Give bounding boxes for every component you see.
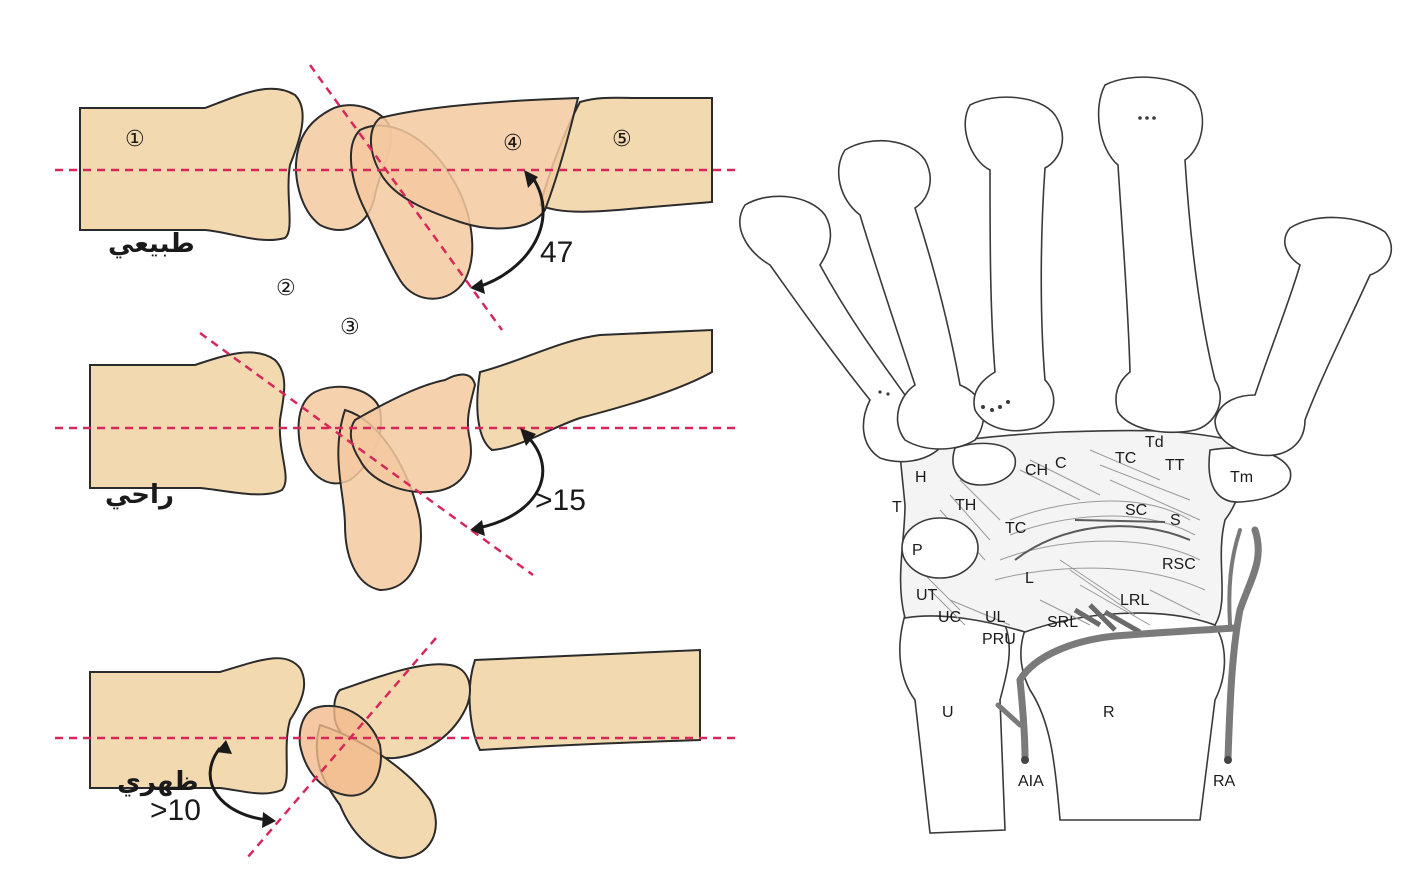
label-SRL: SRL <box>1047 614 1078 631</box>
ligament-fibers <box>919 449 1206 626</box>
label-P: P <box>912 542 923 559</box>
aia-end <box>1021 756 1029 764</box>
arrowhead-bottom <box>262 812 276 828</box>
radius-bone <box>79 87 304 242</box>
scaphoid-axis <box>246 637 437 859</box>
label-U: U <box>942 704 954 721</box>
marker-4: ④ <box>503 130 523 155</box>
capitate-bone <box>369 96 580 230</box>
hamate-hook <box>952 442 1016 486</box>
metacarpal-bone <box>468 648 701 752</box>
radius-bone <box>89 657 306 795</box>
ra-end <box>1224 756 1232 764</box>
label-TT: TT <box>1165 457 1185 474</box>
marker-3: ③ <box>340 314 360 339</box>
row-dorsal: >10 ظهري <box>55 637 735 860</box>
row-normal: ① ④ ⑤ ② ③ 47 طبيعي <box>55 64 735 339</box>
row-label-normal: طبيعي <box>108 229 195 259</box>
label-R: R <box>1103 704 1115 721</box>
marker-5: ⑤ <box>612 126 632 151</box>
label-PRU: PRU <box>982 631 1016 648</box>
label-L: L <box>1025 570 1034 587</box>
label-RSC: RSC <box>1162 556 1196 573</box>
label-TC-mid: TC <box>1005 520 1026 537</box>
arrowhead-bottom <box>470 279 485 294</box>
row-label-dorsal: ظهري <box>117 767 199 797</box>
arrowhead-top <box>520 428 536 446</box>
label-SC: SC <box>1125 502 1147 519</box>
right-panel-palmar-hand: H CH C TC Td TT Tm T TH SC S P TC RSC L … <box>739 76 1393 834</box>
label-T: T <box>892 499 902 516</box>
radial-artery <box>1224 526 1262 762</box>
short-radiolunate-band <box>1073 603 1142 635</box>
metacarpal-3 <box>964 96 1064 432</box>
angle-arc <box>477 434 545 530</box>
capitate-bone <box>349 373 477 494</box>
label-UL: UL <box>985 609 1006 626</box>
label-UC: UC <box>938 609 961 626</box>
label-Td: Td <box>1145 434 1164 451</box>
anterior-interosseous-artery <box>1016 624 1239 762</box>
arrowhead-bottom <box>470 520 485 536</box>
angle-value-dorsal: >10 <box>150 794 201 827</box>
arrowhead-top <box>216 740 232 754</box>
left-panel-lateral-views: ① ④ ⑤ ② ③ 47 طبيعي >15 راحي <box>55 64 735 860</box>
label-TH: TH <box>955 497 976 514</box>
label-TC-top: TC <box>1115 450 1136 467</box>
marker-1: ① <box>125 126 145 151</box>
metacarpal-2 <box>1097 76 1221 433</box>
metacarpal-4 <box>837 139 985 450</box>
radius-shaft <box>1020 609 1226 821</box>
metacarpal-1 <box>1214 216 1393 457</box>
metacarpal-bone <box>476 328 713 452</box>
label-AIA: AIA <box>1018 773 1044 790</box>
radial-artery-branch <box>1227 528 1242 627</box>
nutrient-dots <box>878 116 1156 412</box>
anatomy-labels: H CH C TC Td TT Tm T TH SC S P TC RSC L … <box>892 434 1253 790</box>
row-label-volar: راحي <box>105 480 174 510</box>
angle-value-normal: 47 <box>540 236 573 269</box>
label-RA: RA <box>1213 773 1236 790</box>
label-LRL: LRL <box>1120 592 1149 609</box>
pisiform-bone <box>901 517 979 579</box>
label-C: C <box>1055 455 1067 472</box>
angle-arc <box>208 747 269 822</box>
arrowhead-top <box>524 170 538 188</box>
scaphoid-axis <box>308 64 504 331</box>
label-Tm: Tm <box>1230 469 1253 486</box>
label-H: H <box>915 469 927 486</box>
angle-value-volar: >15 <box>535 484 586 517</box>
row-volar: >15 راحي <box>55 328 735 592</box>
label-CH: CH <box>1025 462 1048 479</box>
radius-bone <box>89 351 287 496</box>
label-UT: UT <box>916 587 938 604</box>
scaphoid-axis <box>199 331 534 577</box>
label-S: S <box>1170 512 1181 529</box>
angle-arc <box>477 177 545 289</box>
ligament-fibers-bold <box>1014 519 1191 561</box>
anterior-interosseous-branch <box>995 702 1023 728</box>
marker-2: ② <box>276 275 296 300</box>
